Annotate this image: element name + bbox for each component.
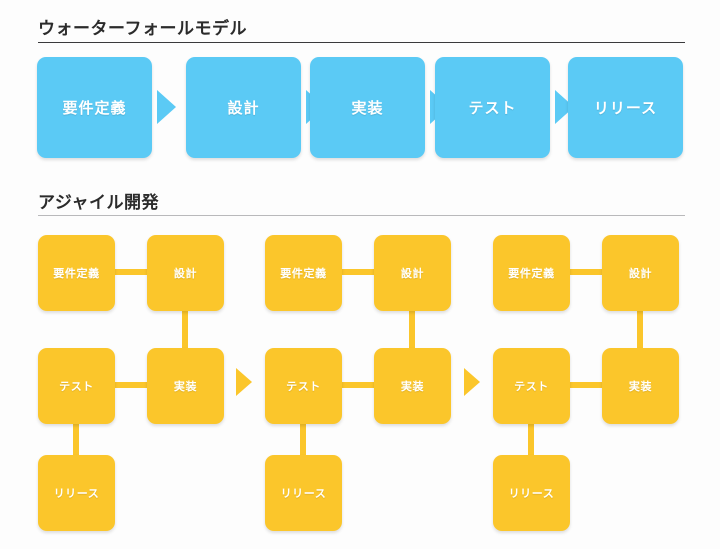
connector-design-implementation <box>182 305 188 355</box>
waterfall-step-label: テスト <box>468 100 517 117</box>
agile-node-label: 要件定義 <box>280 268 327 280</box>
connector-requirements-design <box>108 269 154 275</box>
connector-test-release <box>73 417 79 462</box>
agile-node-label: 実装 <box>628 381 653 393</box>
waterfall-step-label: 設計 <box>227 100 260 117</box>
agile-node-requirements[interactable]: 要件定義 <box>265 235 342 311</box>
agile-section-title: アジャイル開発 <box>38 193 159 212</box>
connector-implementation-test <box>563 382 609 388</box>
agile-node-implementation[interactable]: 実装 <box>147 348 224 424</box>
triangle-right-icon <box>236 368 252 396</box>
agile-node-release[interactable]: リリース <box>38 455 115 531</box>
agile-node-label: リリース <box>280 488 327 500</box>
connector-design-implementation <box>637 305 643 355</box>
waterfall-step-design[interactable]: 設計 <box>186 57 301 158</box>
agile-node-label: 実装 <box>400 381 425 393</box>
agile-node-test[interactable]: テスト <box>265 348 342 424</box>
waterfall-section-title: ウォーターフォールモデル <box>38 19 247 38</box>
agile-iteration-3: 要件定義 設計 実装 テスト リリース <box>493 235 688 549</box>
agile-node-label: 要件定義 <box>53 268 100 280</box>
agile-section-divider <box>38 215 685 216</box>
agile-iteration-2: 要件定義 設計 実装 テスト リリース <box>265 235 460 549</box>
agile-node-requirements[interactable]: 要件定義 <box>493 235 570 311</box>
agile-node-label: テスト <box>514 381 549 393</box>
waterfall-step-implementation[interactable]: 実装 <box>310 57 425 158</box>
connector-implementation-test <box>108 382 154 388</box>
waterfall-step-test[interactable]: テスト <box>435 57 550 158</box>
triangle-right-icon <box>464 368 480 396</box>
connector-design-implementation <box>409 305 415 355</box>
waterfall-step-requirements[interactable]: 要件定義 <box>37 57 152 158</box>
agile-node-test[interactable]: テスト <box>493 348 570 424</box>
connector-requirements-design <box>563 269 609 275</box>
agile-node-implementation[interactable]: 実装 <box>374 348 451 424</box>
waterfall-step-label: 実装 <box>351 100 384 117</box>
agile-node-label: テスト <box>59 381 94 393</box>
connector-test-release <box>300 417 306 462</box>
connector-implementation-test <box>335 382 381 388</box>
agile-node-release[interactable]: リリース <box>493 455 570 531</box>
agile-node-design[interactable]: 設計 <box>147 235 224 311</box>
agile-node-design[interactable]: 設計 <box>602 235 679 311</box>
agile-node-label: 設計 <box>400 268 425 280</box>
agile-node-label: 要件定義 <box>508 268 555 280</box>
agile-node-label: リリース <box>508 488 555 500</box>
waterfall-step-label: リリース <box>593 100 658 117</box>
agile-node-label: 実装 <box>173 381 198 393</box>
agile-node-label: 設計 <box>173 268 198 280</box>
agile-iteration-1: 要件定義 設計 実装 テスト リリース <box>38 235 233 549</box>
agile-node-requirements[interactable]: 要件定義 <box>38 235 115 311</box>
agile-node-design[interactable]: 設計 <box>374 235 451 311</box>
connector-requirements-design <box>335 269 381 275</box>
waterfall-section-divider <box>38 42 685 43</box>
agile-node-test[interactable]: テスト <box>38 348 115 424</box>
waterfall-step-label: 要件定義 <box>62 100 127 117</box>
connector-test-release <box>528 417 534 462</box>
triangle-right-icon <box>157 90 176 124</box>
agile-node-implementation[interactable]: 実装 <box>602 348 679 424</box>
agile-node-label: 設計 <box>628 268 653 280</box>
agile-node-label: リリース <box>53 488 100 500</box>
agile-node-label: テスト <box>286 381 321 393</box>
waterfall-step-release[interactable]: リリース <box>568 57 683 158</box>
agile-node-release[interactable]: リリース <box>265 455 342 531</box>
